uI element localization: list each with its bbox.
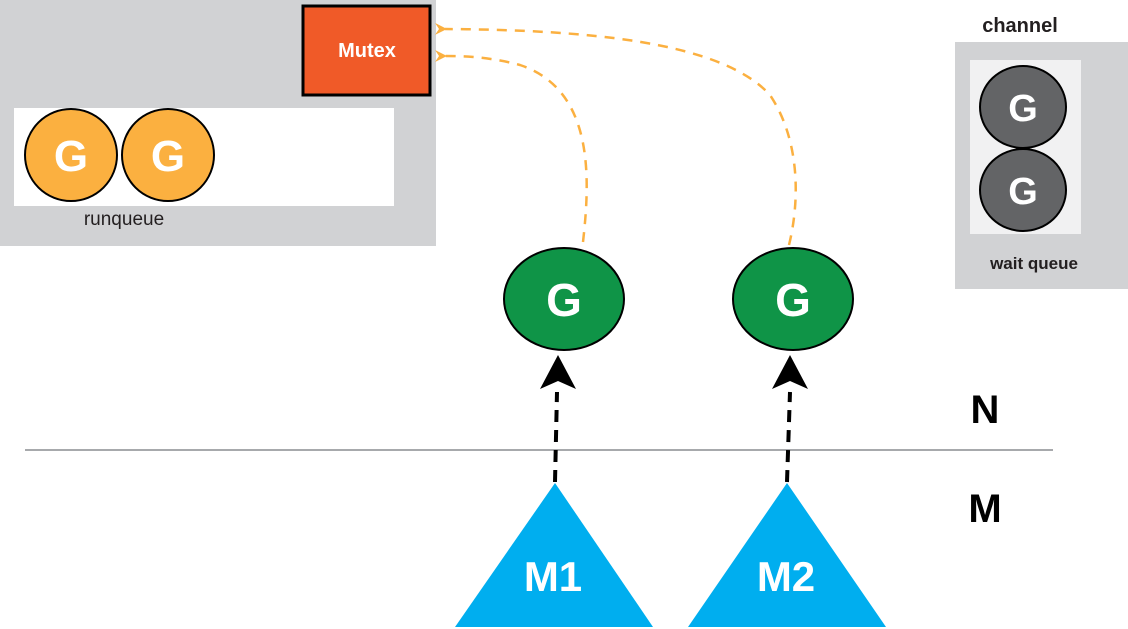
waiting-goroutine: G bbox=[979, 65, 1067, 149]
running-goroutine-1: G bbox=[503, 247, 625, 351]
runqueue-goroutine: G bbox=[24, 108, 118, 202]
goroutine-label: G bbox=[1008, 88, 1038, 130]
execution-arrow-1 bbox=[540, 355, 576, 483]
lock-request-arrow-1 bbox=[434, 49, 588, 243]
machine-m1: M1 bbox=[455, 483, 653, 627]
runqueue-label: runqueue bbox=[84, 209, 164, 230]
goroutine-label: G bbox=[54, 132, 88, 181]
mutex-box: Mutex bbox=[301, 4, 432, 97]
channel-title: channel bbox=[982, 15, 1058, 37]
runqueue-goroutine: G bbox=[121, 108, 215, 202]
mutex-label: Mutex bbox=[338, 40, 396, 62]
machine-label: M2 bbox=[757, 553, 815, 600]
lock-request-arrow-2 bbox=[434, 22, 797, 246]
wait-queue-label: wait queue bbox=[989, 254, 1078, 273]
layer-label-n: N bbox=[971, 388, 1000, 432]
layer-label-m: M bbox=[968, 487, 1001, 531]
goroutine-label: G bbox=[546, 274, 582, 326]
machine-m2: M2 bbox=[688, 483, 886, 627]
execution-arrow-2 bbox=[772, 355, 808, 483]
machine-label: M1 bbox=[524, 553, 582, 600]
goroutine-label: G bbox=[151, 132, 185, 181]
running-goroutine-2: G bbox=[732, 247, 854, 351]
goroutine-label: G bbox=[1008, 171, 1038, 213]
waiting-goroutine: G bbox=[979, 148, 1067, 232]
goroutine-label: G bbox=[775, 274, 811, 326]
